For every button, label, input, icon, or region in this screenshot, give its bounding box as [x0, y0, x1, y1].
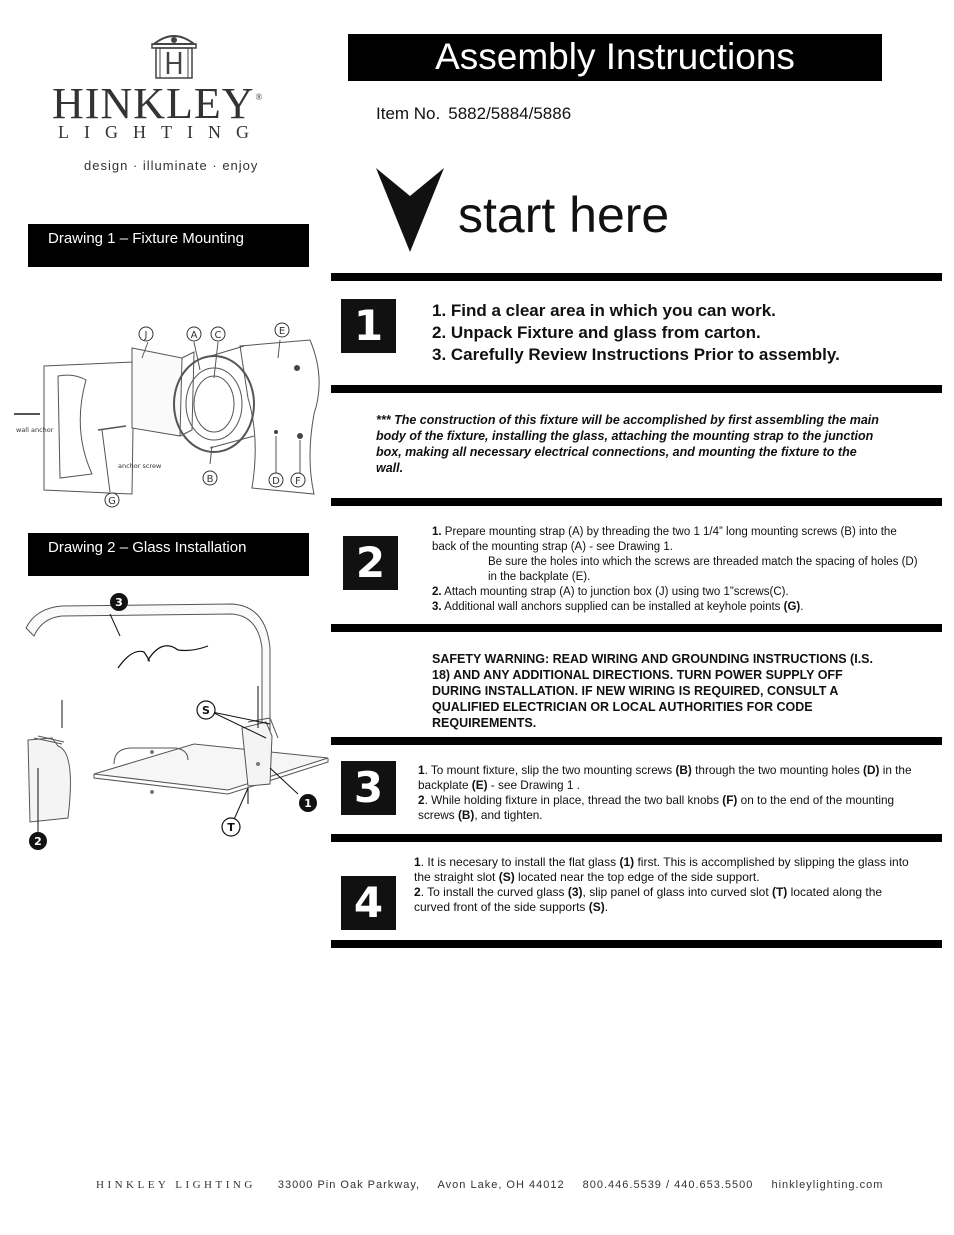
callout-a: A — [191, 330, 198, 341]
wall-anchor-label: wall anchor — [16, 426, 54, 434]
callout-b: B — [207, 474, 214, 485]
anchor-screw-label: anchor screw — [118, 462, 162, 470]
callout-d: D — [272, 476, 280, 487]
drawing-1-label: Drawing 1 – Fixture Mounting — [28, 224, 309, 267]
footer-brand: HINKLEY LIGHTING — [96, 1179, 256, 1191]
callout-j: J — [144, 330, 148, 341]
construction-note: *** The construction of this fixture wil… — [376, 413, 879, 475]
start-arrow-icon — [376, 168, 444, 252]
divider-rule — [331, 624, 942, 632]
step-1-item: 1. Find a clear area in which you can wo… — [432, 301, 776, 320]
callout-1: 1 — [304, 797, 312, 810]
divider-rule — [331, 498, 942, 506]
divider-rule — [331, 940, 942, 948]
callout-f: F — [295, 476, 301, 487]
divider-rule — [331, 273, 942, 281]
divider-rule — [331, 385, 942, 393]
footer-website-link[interactable]: hinkleylighting.com — [771, 1179, 884, 1191]
step-1-item: 2. Unpack Fixture and glass from carton. — [432, 323, 761, 342]
logo-tagline: design · illuminate · enjoy — [84, 158, 259, 173]
divider-rule — [331, 834, 942, 842]
drawing-2-label: Drawing 2 – Glass Installation — [28, 533, 309, 576]
divider-rule — [331, 737, 942, 745]
glass-installation-drawing: 3 S 1 T 2 — [25, 593, 329, 850]
logo-subtitle: LIGHTING — [58, 122, 264, 142]
callout-2: 2 — [34, 835, 42, 848]
step-2-text: 1. Prepare mounting strap (A) by threadi… — [432, 526, 918, 613]
start-here-heading: start here — [458, 187, 670, 243]
footer-city: Avon Lake, OH 44012 — [437, 1179, 565, 1191]
step-1-list: 1. Find a clear area in which you can wo… — [432, 300, 840, 366]
step-3-text: 1. To mount fixture, slip the two mounti… — [418, 763, 912, 822]
step-3-badge: 3 — [341, 761, 396, 815]
footer-address: 33000 Pin Oak Parkway, — [277, 1179, 421, 1191]
step-4-text: 1. It is necesary to install the flat gl… — [414, 855, 909, 914]
page-title: Assembly Instructions — [348, 34, 882, 81]
callout-e: E — [279, 326, 285, 337]
logo-brand-name: HINKLEY® — [52, 79, 264, 128]
callout-s: S — [202, 704, 210, 717]
callout-c: C — [215, 330, 222, 341]
hinkley-lamp-logo-icon — [151, 35, 197, 79]
step-4-badge: 4 — [341, 876, 396, 930]
footer-phones: 800.446.5539 / 440.653.5500 — [582, 1179, 754, 1191]
step-2-badge: 2 — [343, 536, 398, 590]
callout-t: T — [227, 821, 235, 834]
callout-3: 3 — [115, 596, 123, 609]
safety-warning: SAFETY WARNING: READ WIRING AND GROUNDIN… — [432, 652, 873, 730]
callout-g: G — [108, 496, 116, 507]
fixture-mounting-drawing: J A C E B D F G wall anchor anchor screw — [14, 322, 320, 508]
step-1-badge: 1 — [341, 299, 396, 353]
item-number: Item No.5882/5884/5886 — [376, 104, 572, 123]
footer: HINKLEY LIGHTING 33000 Pin Oak Parkway, … — [96, 1179, 883, 1191]
step-1-item: 3. Carefully Review Instructions Prior t… — [432, 345, 840, 364]
